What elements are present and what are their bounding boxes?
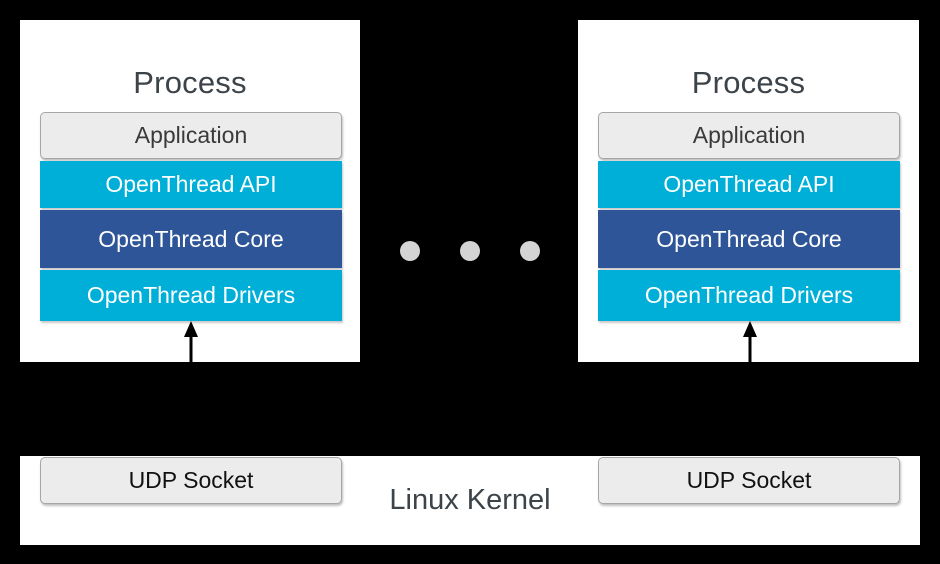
- process-box-left: Process Application OpenThread API OpenT…: [20, 20, 360, 362]
- process-title-left: Process: [133, 65, 247, 100]
- layer-application-right: Application: [598, 112, 900, 159]
- layer-application-left-label: Application: [134, 122, 248, 148]
- layer-openthread-drivers-right: OpenThread Drivers: [598, 270, 900, 321]
- process-title-right: Process: [691, 65, 806, 100]
- arrow-up-icon-right: [743, 321, 757, 362]
- layer-openthread-drivers-left-label: OpenThread Drivers: [86, 282, 296, 308]
- layer-openthread-core-left-label: OpenThread Core: [98, 226, 284, 252]
- layer-openthread-api-right: OpenThread API: [598, 161, 900, 208]
- layer-openthread-core-left: OpenThread Core: [40, 210, 342, 268]
- layer-openthread-core-right-label: OpenThread Core: [656, 226, 842, 252]
- linux-kernel-label: Linux Kernel: [389, 484, 551, 516]
- ellipsis-dot-icon-3: [520, 241, 540, 261]
- layer-application-right-label: Application: [692, 122, 806, 148]
- layer-application-left: Application: [40, 112, 342, 159]
- layer-openthread-api-left-label: OpenThread API: [105, 171, 277, 197]
- ellipsis-dot-icon-2: [460, 241, 480, 261]
- layer-openthread-drivers-right-label: OpenThread Drivers: [644, 282, 854, 308]
- arrow-up-icon-left: [184, 321, 198, 362]
- ellipsis-dot-icon-1: [400, 241, 420, 261]
- layer-openthread-core-right: OpenThread Core: [598, 210, 900, 268]
- layer-openthread-api-left: OpenThread API: [40, 161, 342, 208]
- layer-openthread-drivers-left: OpenThread Drivers: [40, 270, 342, 321]
- udp-socket-box-left: UDP Socket: [40, 457, 342, 504]
- process-box-right: Process Application OpenThread API OpenT…: [578, 20, 919, 362]
- layer-openthread-api-right-label: OpenThread API: [663, 171, 835, 197]
- udp-socket-box-right: UDP Socket: [598, 457, 900, 504]
